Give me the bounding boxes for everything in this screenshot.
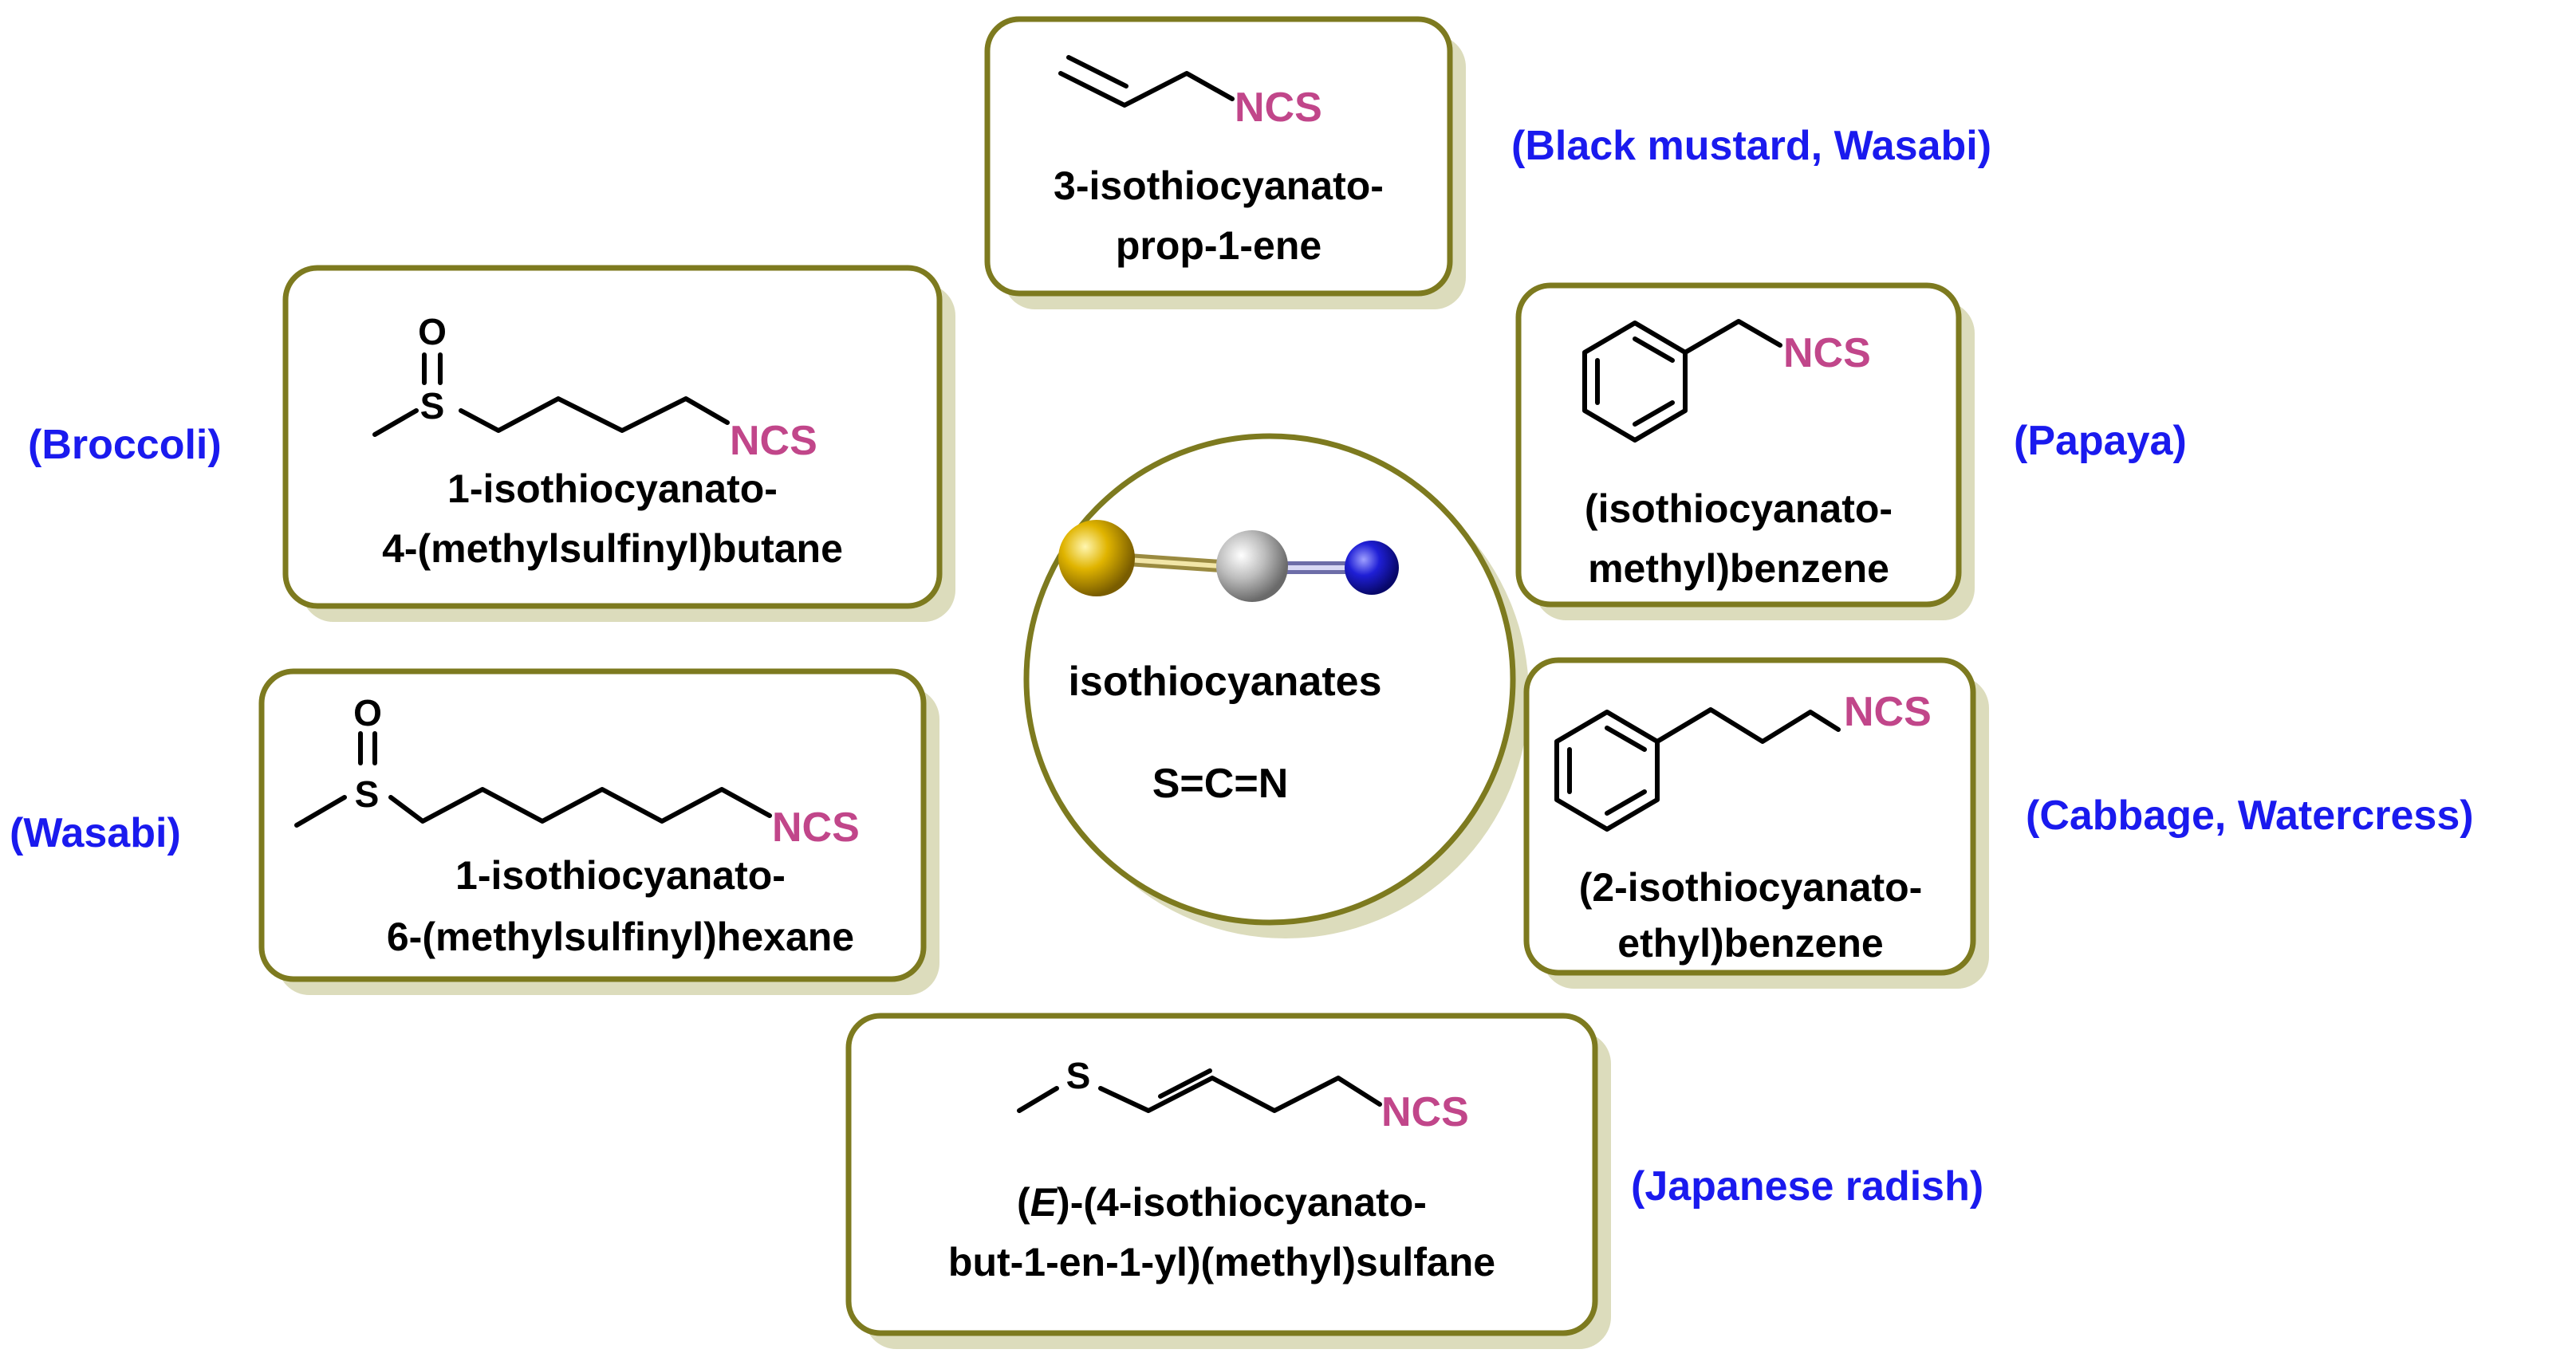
- compound-name-line-1: (E)-(4-isothiocyanato-: [1017, 1180, 1427, 1225]
- structure-benzyl: NCS: [1582, 319, 1871, 443]
- double-bond-line: [1066, 55, 1128, 89]
- center-formula: S=C=N: [1152, 761, 1289, 807]
- benzene-inner-1: [1633, 336, 1675, 363]
- card-box: [258, 668, 927, 982]
- methyl-bond: [1017, 1086, 1059, 1113]
- name-italic-e: E: [1030, 1180, 1058, 1225]
- chain-bonds: [1655, 707, 1841, 744]
- card-box: [1515, 282, 1962, 608]
- benzene-inner-1: [1605, 726, 1647, 752]
- card-box: [845, 1013, 1598, 1336]
- compound-card-benzyl: NCS (isothiocyanato- methyl)benzene: [1515, 282, 1975, 620]
- chain-bonds: [1683, 319, 1782, 355]
- methyl-bond: [372, 408, 419, 437]
- source-label-raphasatin: (Japanese radish): [1631, 1163, 1983, 1210]
- source-label-allyl: (Black mustard, Wasabi): [1511, 123, 1991, 169]
- sulfur-label: S: [1066, 1055, 1091, 1096]
- sulfur-label: S: [355, 773, 380, 815]
- ncs-group: NCS: [772, 804, 860, 851]
- ncs-group: NCS: [1783, 330, 1871, 376]
- methyl-bond: [294, 795, 347, 828]
- compound-card-raphasatin: S NCS (E)-(4-isothiocyanato- but-1-en-1-…: [845, 1013, 1611, 1349]
- ncs-group: NCS: [1381, 1089, 1469, 1135]
- chain-bonds: [459, 396, 730, 433]
- double-bond-line: [1158, 1068, 1212, 1099]
- source-label-phenethyl: (Cabbage, Watercress): [2026, 793, 2474, 839]
- oxygen-label: O: [353, 692, 382, 734]
- card-box: [984, 16, 1453, 297]
- benzene-inner-2: [1605, 789, 1647, 816]
- sulfur-atom-sphere: [1058, 520, 1135, 596]
- compound-card-sulforaphane: S O NCS 1-isothiocyanato- 4-(methylsulfi…: [282, 265, 955, 622]
- ncs-group: NCS: [1844, 689, 1932, 735]
- compound-name-line-1: (2-isothiocyanato-: [1579, 865, 1923, 910]
- nitrogen-atom-sphere: [1345, 541, 1399, 595]
- compound-card-allyl: NCS 3-isothiocyanato- prop-1-ene: [984, 16, 1466, 309]
- compound-name-line-2: but-1-en-1-yl)(methyl)sulfane: [948, 1240, 1495, 1284]
- compound-name-line-1: (isothiocyanato-: [1585, 486, 1893, 531]
- carbon-atom-sphere: [1216, 530, 1288, 602]
- compound-name-line-2: 4-(methylsulfinyl)butane: [382, 526, 843, 571]
- compound-card-phenethyl: NCS (2-isothiocyanato- ethyl)benzene: [1523, 657, 1989, 989]
- compound-name-line-2: ethyl)benzene: [1617, 921, 1883, 966]
- structure-raphasatin: S NCS: [1017, 1055, 1469, 1135]
- compound-name-line-1: 1-isothiocyanato-: [455, 853, 786, 898]
- ncs-group: NCS: [730, 418, 817, 464]
- chain-bonds: [388, 787, 772, 824]
- source-label-benzyl: (Papaya): [2014, 418, 2187, 464]
- structure-hexyl: S O NCS: [294, 692, 860, 851]
- source-label-hexyl: (Wasabi): [10, 810, 181, 856]
- source-label-sulforaphane: (Broccoli): [28, 422, 222, 468]
- structure-allyl: NCS: [1058, 55, 1322, 131]
- structure-sulforaphane: S O NCS: [372, 311, 817, 464]
- center-title: isothiocyanates: [1068, 659, 1381, 705]
- ncs-group: NCS: [1235, 85, 1322, 131]
- chain-bonds: [1098, 1076, 1382, 1113]
- compound-name-line-2: methyl)benzene: [1588, 546, 1889, 591]
- card-box: [1523, 657, 1976, 976]
- name-rest: )-(4-isothiocyanato-: [1057, 1180, 1427, 1225]
- compound-name-line-2: prop-1-ene: [1116, 223, 1321, 268]
- compound-name-line-1: 3-isothiocyanato-: [1054, 163, 1384, 208]
- oxygen-label: O: [418, 311, 447, 352]
- card-box: [282, 265, 943, 609]
- benzene-inner-2: [1633, 400, 1675, 427]
- compound-name-line-1: 1-isothiocyanato-: [447, 466, 778, 511]
- compound-name-line-2: 6-(methylsulfinyl)hexane: [387, 915, 854, 959]
- name-prefix: (: [1017, 1180, 1030, 1225]
- isothiocyanate-3d-model: [1058, 520, 1399, 602]
- sulfur-label: S: [420, 385, 445, 427]
- center-panel: isothiocyanates S=C=N: [1023, 433, 1529, 938]
- structure-phenethyl: NCS: [1554, 689, 1932, 832]
- chain-bonds: [1058, 71, 1235, 108]
- compound-card-hexyl: S O NCS 1-isothiocyanato- 6-(methylsulfi…: [258, 668, 939, 995]
